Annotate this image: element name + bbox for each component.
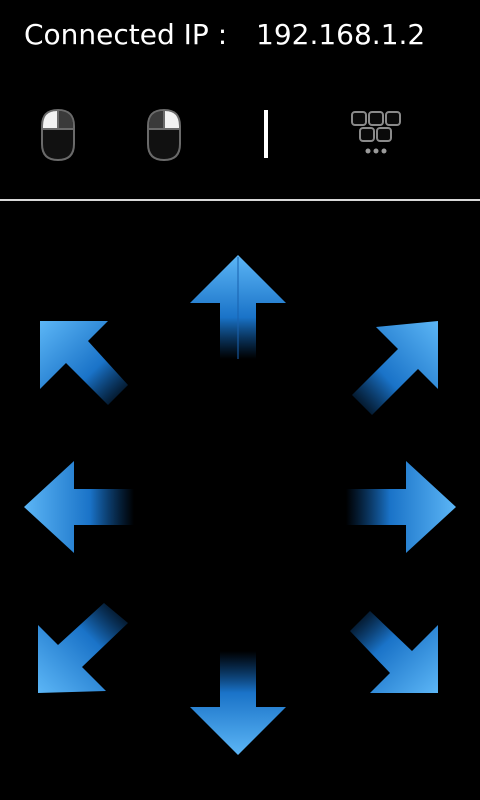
divider bbox=[0, 199, 480, 201]
mouse-left-icon bbox=[41, 108, 75, 162]
arrow-down-left-button[interactable] bbox=[30, 601, 134, 705]
keyboard-button[interactable] bbox=[346, 102, 406, 166]
left-click-button[interactable] bbox=[32, 102, 84, 166]
arrow-up-icon bbox=[190, 255, 286, 359]
arrow-up-left-icon bbox=[40, 321, 128, 405]
right-click-button[interactable] bbox=[138, 102, 190, 166]
toolbar bbox=[0, 80, 480, 198]
arrow-right-button[interactable] bbox=[344, 457, 460, 557]
arrow-up-right-icon bbox=[352, 321, 438, 415]
arrow-left-button[interactable] bbox=[20, 457, 136, 557]
arrow-down-right-button[interactable] bbox=[346, 601, 450, 705]
direction-pad bbox=[0, 201, 480, 800]
arrow-down-right-icon bbox=[350, 611, 438, 693]
connection-status: Connected IP : 192.168.1.2 bbox=[0, 0, 480, 72]
arrow-down-left-icon bbox=[38, 603, 128, 693]
connected-ip-label: Connected IP : bbox=[24, 18, 228, 51]
text-input-button[interactable] bbox=[240, 102, 292, 166]
arrow-left-icon bbox=[24, 461, 134, 553]
arrow-up-left-button[interactable] bbox=[32, 313, 136, 417]
arrow-down-button[interactable] bbox=[186, 649, 290, 759]
arrow-down-icon bbox=[190, 651, 286, 755]
keyboard-icon bbox=[351, 111, 401, 154]
arrow-up-button[interactable] bbox=[186, 251, 290, 361]
mouse-right-icon bbox=[147, 108, 181, 162]
connected-ip-value: 192.168.1.2 bbox=[256, 18, 426, 51]
arrow-up-right-button[interactable] bbox=[346, 313, 450, 417]
arrow-right-icon bbox=[346, 461, 456, 553]
text-cursor-icon bbox=[264, 110, 268, 158]
